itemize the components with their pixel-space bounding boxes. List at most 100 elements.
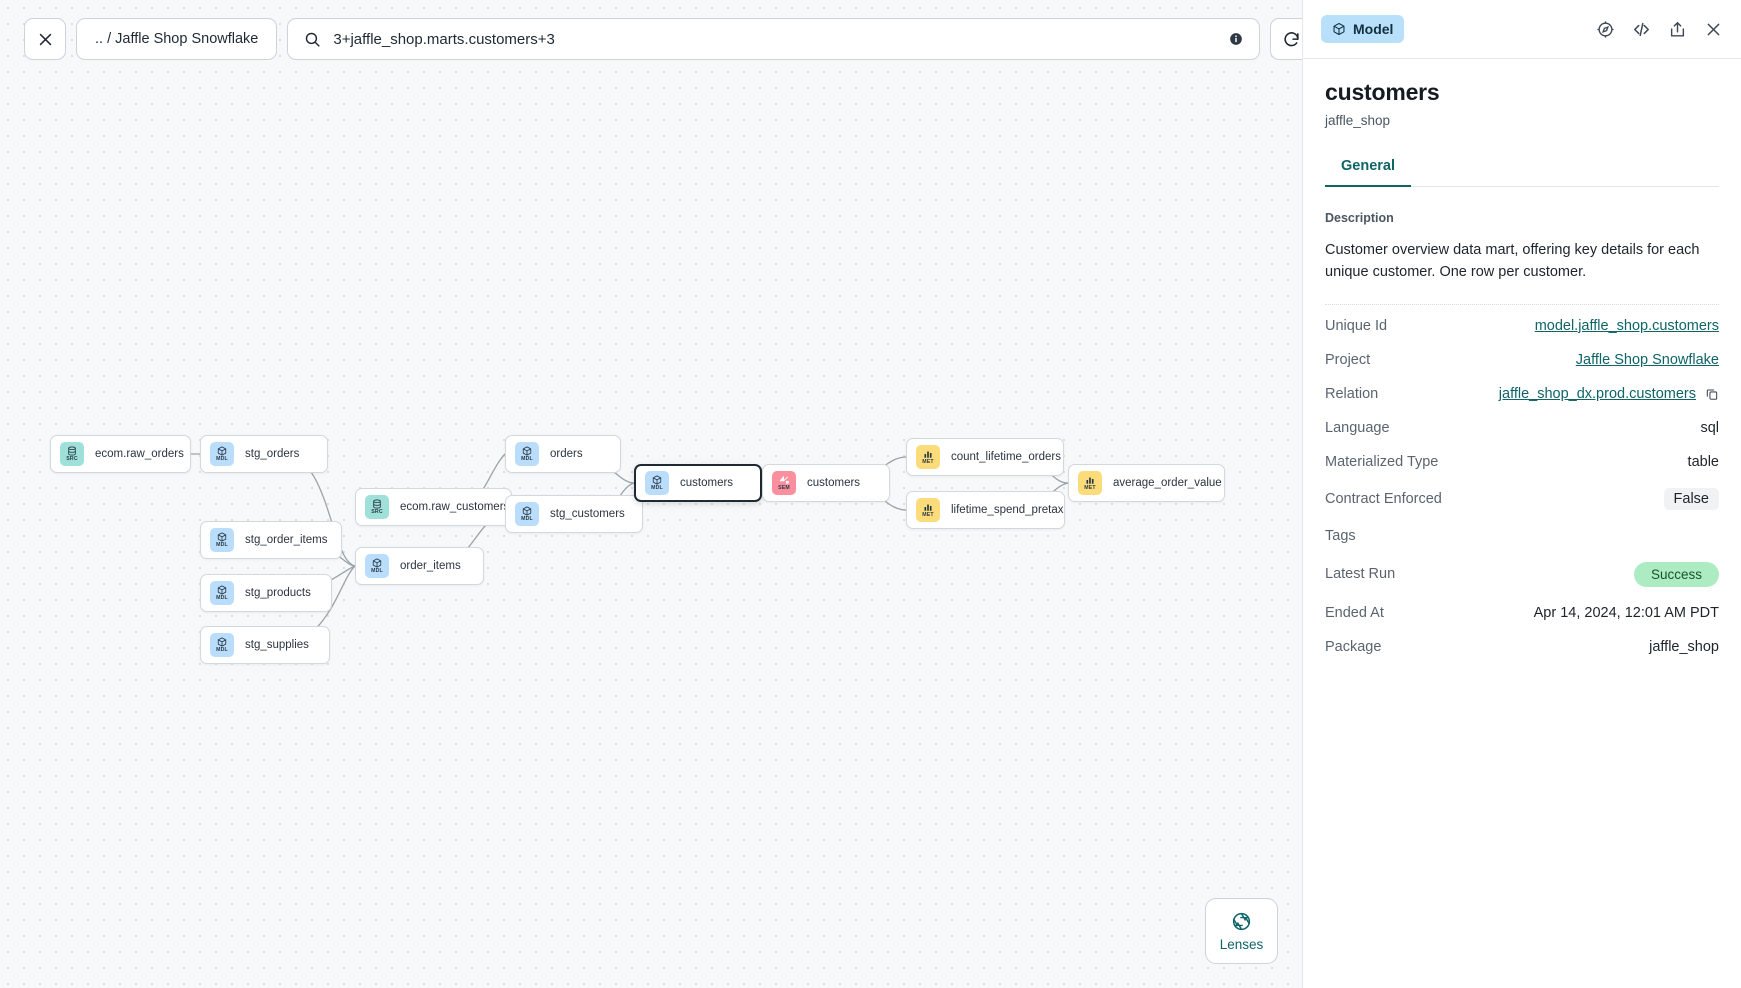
lineage-node-orders[interactable]: MDL orders (505, 435, 621, 473)
node-type-text: MDL (216, 594, 228, 601)
property-value: Apr 14, 2024, 12:01 AM PDT (1533, 604, 1719, 621)
property-link[interactable]: jaffle_shop_dx.prod.customers (1498, 385, 1696, 402)
property-row: Contract Enforced False (1325, 479, 1719, 519)
property-key: Contract Enforced (1325, 490, 1442, 507)
property-link[interactable]: Jaffle Shop Snowflake (1575, 351, 1719, 368)
compass-icon (1597, 20, 1614, 38)
property-value: model.jaffle_shop.customers (1535, 318, 1719, 334)
node-type-text: MDL (521, 515, 533, 522)
code-icon (1634, 22, 1649, 36)
property-row: Tags (1325, 519, 1719, 553)
refresh-button[interactable] (1270, 18, 1302, 60)
node-type-badge-src: SRC (365, 495, 389, 519)
close-icon (39, 33, 51, 45)
node-type-text: SRC (371, 508, 383, 515)
lenses-button[interactable]: Lenses (1205, 898, 1278, 964)
property-key: Materialized Type (1325, 453, 1439, 470)
breadcrumb[interactable]: .. / Jaffle Shop Snowflake (76, 18, 278, 60)
bar-chart-icon (924, 451, 932, 458)
refresh-icon (1284, 31, 1299, 46)
lineage-node-stg_products[interactable]: MDL stg_products (200, 574, 332, 612)
canvas-toolbar: .. / Jaffle Shop Snowflake (24, 18, 1302, 60)
page-title: customers (1325, 79, 1440, 105)
close-icon (1707, 23, 1720, 35)
explore-button[interactable] (1596, 20, 1615, 39)
panel-action-icons (1596, 20, 1723, 39)
node-type-text: MDL (521, 455, 533, 462)
close-button[interactable] (24, 18, 66, 60)
node-type-badge-mdl: MDL (210, 633, 234, 657)
node-label: stg_products (245, 587, 311, 599)
copy-button[interactable] (1705, 387, 1719, 401)
info-icon[interactable] (1229, 32, 1243, 46)
property-link[interactable]: model.jaffle_shop.customers (1534, 317, 1719, 334)
panel-toolbar: Model (1303, 0, 1741, 59)
database-icon (68, 446, 76, 456)
node-label: ecom.raw_orders (95, 448, 184, 460)
node-type-badge-met: MET (1078, 471, 1102, 495)
property-key: Relation (1325, 385, 1379, 402)
node-type-text: MDL (216, 646, 228, 653)
node-type-badge-mdl: MDL (365, 554, 389, 578)
cube-icon (217, 446, 227, 456)
property-value: table (1687, 453, 1719, 470)
lineage-node-ecom_raw_orders[interactable]: SRC ecom.raw_orders (50, 435, 191, 473)
share-button[interactable] (1668, 20, 1687, 39)
node-label: customers (807, 477, 861, 489)
search-input[interactable] (333, 30, 1218, 48)
node-type-badge-mdl: MDL (210, 581, 234, 605)
node-label: order_items (400, 560, 461, 572)
node-type-badge-mdl: MDL (515, 502, 539, 526)
cube-icon (217, 532, 227, 542)
cube-icon (522, 506, 532, 516)
node-type-text: MDL (371, 567, 383, 574)
property-value: Success (1633, 561, 1719, 587)
node-type-text: SRC (66, 455, 78, 462)
property-value: False (1663, 487, 1719, 510)
node-label: stg_orders (245, 448, 300, 460)
panel-body: Description Customer overview data mart,… (1303, 187, 1741, 988)
lineage-node-average_order_value[interactable]: MET average_order_value (1068, 464, 1225, 502)
node-type-badge-mdl: MDL (645, 471, 669, 495)
lineage-node-stg_orders[interactable]: MDL stg_orders (200, 435, 328, 473)
property-key: Package (1325, 638, 1382, 655)
property-key: Ended At (1325, 604, 1384, 621)
property-key: Unique Id (1325, 317, 1388, 334)
search-bar[interactable] (287, 18, 1261, 60)
node-type-badge-mdl: MDL (210, 442, 234, 466)
node-label: average_order_value (1113, 477, 1222, 489)
bar-chart-icon (1086, 477, 1094, 484)
cube-icon (1333, 22, 1345, 36)
cube-icon (217, 637, 227, 647)
node-type-text: MDL (651, 484, 663, 491)
code-button[interactable] (1632, 20, 1651, 39)
info-icon-glyph (1230, 33, 1243, 45)
node-label: orders (550, 448, 583, 460)
property-value: sql (1700, 419, 1719, 436)
database-icon (373, 499, 381, 509)
property-row: Ended At Apr 14, 2024, 12:01 AM PDT (1325, 596, 1719, 630)
tab-general[interactable]: General (1325, 150, 1411, 187)
description-label: Description (1325, 211, 1394, 225)
panel-close-button[interactable] (1704, 20, 1723, 39)
description-text: Customer overview data mart, offering ke… (1325, 239, 1719, 305)
lineage-node-order_items[interactable]: MDL order_items (355, 547, 484, 585)
lenses-label: Lenses (1219, 936, 1264, 952)
property-key: Tags (1325, 527, 1356, 544)
node-label: stg_order_items (245, 534, 328, 546)
cube-icon (217, 585, 227, 595)
property-row: Relation jaffle_shop_dx.prod.customers (1325, 377, 1719, 411)
resource-type-chip[interactable]: Model (1321, 15, 1405, 43)
